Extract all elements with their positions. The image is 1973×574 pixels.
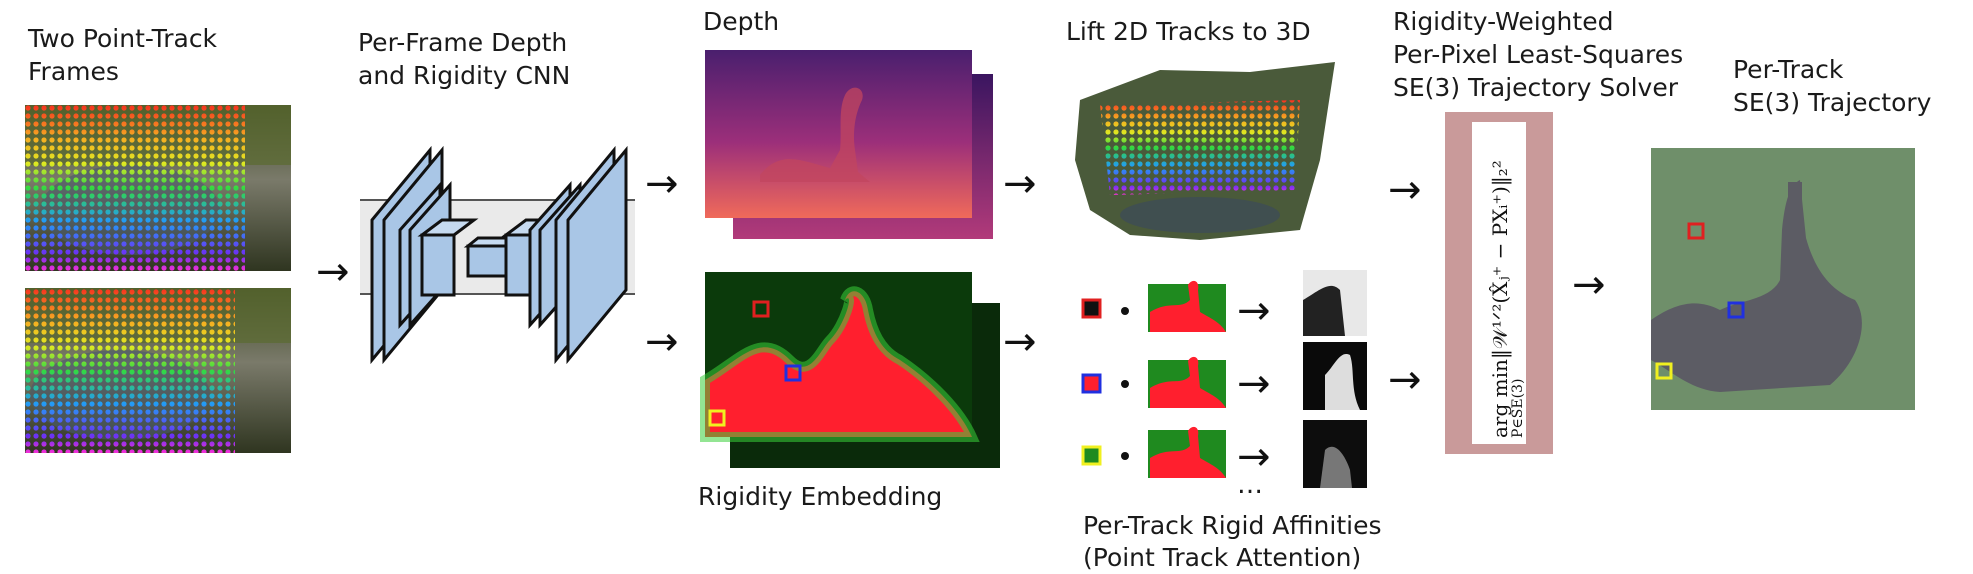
marker-blue-trajectory: [1727, 301, 1745, 319]
point-cloud-3d: [1075, 62, 1335, 240]
arrow-affinity-row-1: →: [1237, 288, 1271, 334]
rigidity-embedding-stack: [700, 272, 1000, 468]
marker-yellow-embedding: [708, 409, 726, 427]
marker-red-embedding: [752, 300, 770, 318]
solver-equation-subscript: P∈SE(3): [1510, 379, 1526, 438]
equation-main: arg min‖𝒲¹ᐟ²(X̂ⱼ⁺ − PXᵢ⁺)‖₂²: [1488, 160, 1512, 438]
affinity-row-1: [1081, 270, 1367, 336]
arrow-affinity-to-solver: →: [1388, 357, 1422, 403]
trajectory-map: [1651, 148, 1915, 410]
equation-subscript: P∈SE(3): [1510, 378, 1526, 438]
frame-top: [25, 105, 291, 271]
label-depth: Depth: [703, 7, 780, 36]
label-embedding: Rigidity Embedding: [698, 482, 943, 511]
solver-equation: arg min‖𝒲¹ᐟ²(X̂ⱼ⁺ − PXᵢ⁺)‖₂²: [1488, 160, 1512, 438]
solver-box: [1445, 112, 1553, 454]
label-trajectory: Per-Track SE(3) Trajectory: [1733, 55, 1932, 117]
arrow-affinity-row-2: →: [1237, 361, 1271, 407]
arrow-depth-to-lift: →: [1003, 161, 1037, 207]
label-affinities: Per-Track Rigid Affinities (Point Track …: [1083, 511, 1382, 572]
label-frames: Two Point-Track Frames: [28, 24, 218, 86]
depth-map-stack: [705, 50, 993, 239]
affinity-row-2: [1081, 342, 1367, 410]
marker-red-swatch: [1081, 298, 1102, 319]
frame-bottom: [25, 288, 291, 453]
more-tracks-ellipsis: …: [1237, 470, 1263, 500]
arrow-embedding-to-affinity: →: [1003, 319, 1037, 365]
affinity-row-3: [1081, 420, 1367, 488]
marker-yellow-swatch: [1081, 445, 1102, 466]
label-cnn: Per-Frame Depth and Rigidity CNN: [358, 28, 571, 90]
cnn-diagram: [360, 145, 635, 365]
marker-yellow-trajectory: [1655, 362, 1673, 380]
arrow-affinity-row-3: →: [1237, 434, 1271, 480]
arrow-solver-to-trajectory: →: [1572, 262, 1606, 308]
arrow-cnn-to-depth: →: [645, 161, 679, 207]
arrow-frames-to-cnn: →: [316, 249, 350, 295]
marker-blue-swatch: [1081, 373, 1102, 394]
arrow-lift-to-solver: →: [1388, 167, 1422, 213]
marker-red-trajectory: [1687, 222, 1705, 240]
label-lift: Lift 2D Tracks to 3D: [1066, 17, 1311, 46]
marker-blue-embedding: [784, 364, 802, 382]
arrow-cnn-to-embedding: →: [645, 319, 679, 365]
label-solver: Rigidity-Weighted Per-Pixel Least-Square…: [1393, 7, 1684, 102]
